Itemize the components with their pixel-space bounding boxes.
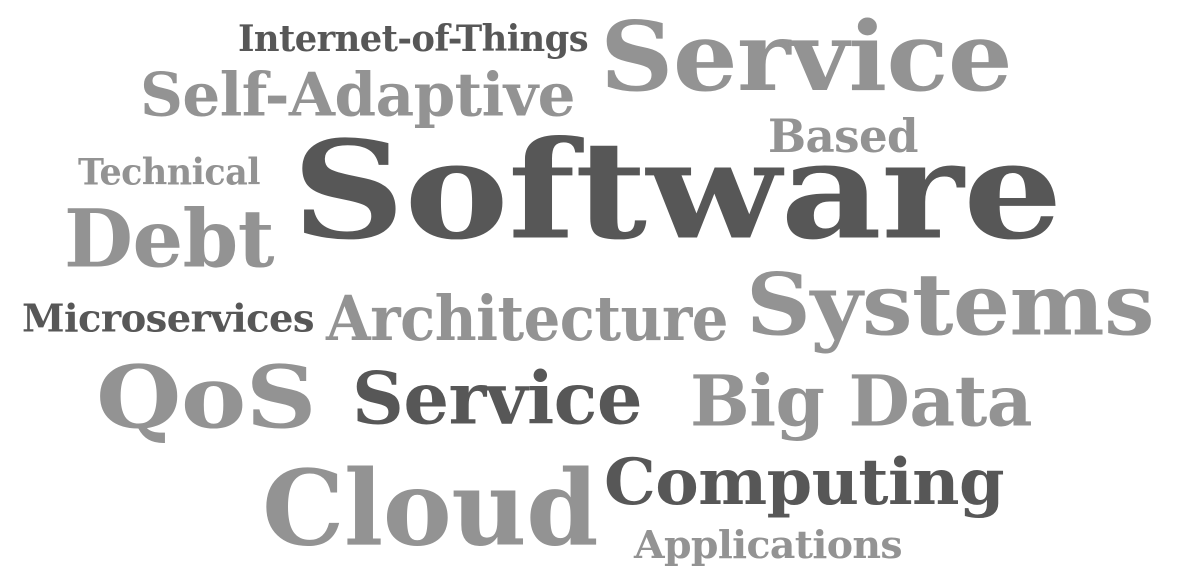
word-computing: Computing [604, 444, 1005, 520]
word-microservices: Microservices [22, 296, 315, 342]
word-self-adaptive: Self-Adaptive [140, 58, 576, 130]
word-technical: Technical [78, 150, 261, 194]
word-based: Based [768, 109, 919, 164]
word-qos: QoS [96, 346, 317, 448]
word-applications: Applications [634, 522, 903, 568]
word-big-data: Big Data [690, 359, 1033, 443]
word-cloud: Cloud [262, 446, 599, 570]
word-debt: Debt [64, 192, 275, 287]
word-software: Software [292, 111, 1063, 271]
word-systems: Systems [746, 254, 1155, 355]
word-internet-of-things: Internet-of-Things [238, 18, 589, 61]
word-architecture: Architecture [326, 282, 729, 356]
word-service-small: Service [352, 357, 643, 442]
word-service-large: Service [600, 0, 1013, 113]
